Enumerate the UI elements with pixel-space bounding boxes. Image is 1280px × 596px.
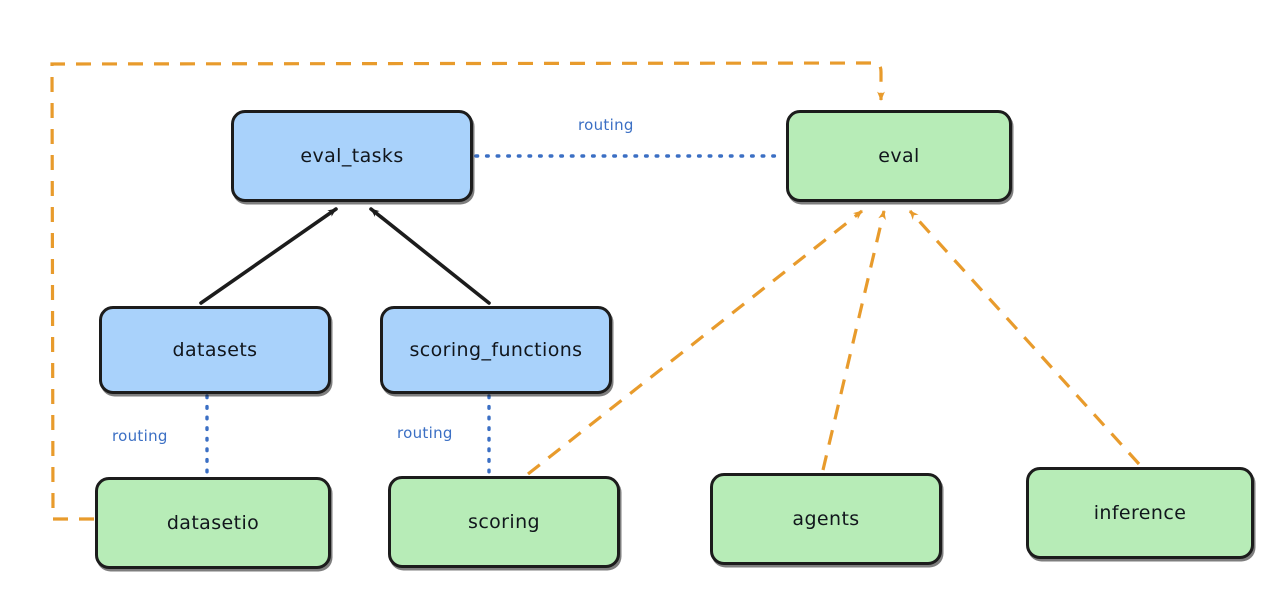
node-label-inference: inference [1093,502,1187,524]
node-label-scoring: scoring [468,511,540,533]
edge-agents-eval [821,210,886,471]
node-label-agents: agents [792,508,860,530]
edge-datasets-eval-tasks [199,207,338,305]
edge-label-routing-scoring-functions-scoring: routing [397,424,453,442]
node-eval[interactable]: eval [786,110,1012,202]
node-eval-tasks[interactable]: eval_tasks [231,110,473,202]
node-label-eval-tasks: eval_tasks [300,145,404,167]
node-label-datasetio: datasetio [166,512,260,534]
node-scoring-functions[interactable]: scoring_functions [380,306,612,394]
edge-label-routing-datasets-datasetio: routing [112,427,168,445]
edge-datasetio-eval [50,61,885,521]
node-label-eval: eval [878,145,920,167]
edge-inference-eval [908,209,1141,466]
node-agents[interactable]: agents [710,473,942,565]
node-label-datasets: datasets [172,339,258,361]
edge-scoring-eval [527,209,863,476]
node-label-scoring-functions: scoring_functions [409,339,583,361]
node-datasets[interactable]: datasets [99,306,331,394]
node-inference[interactable]: inference [1026,467,1254,559]
node-scoring[interactable]: scoring [388,476,620,568]
edge-label-routing-eval-tasks-eval: routing [578,116,634,134]
node-datasetio[interactable]: datasetio [95,477,331,569]
edge-scoring-functions-eval-tasks [369,207,491,305]
